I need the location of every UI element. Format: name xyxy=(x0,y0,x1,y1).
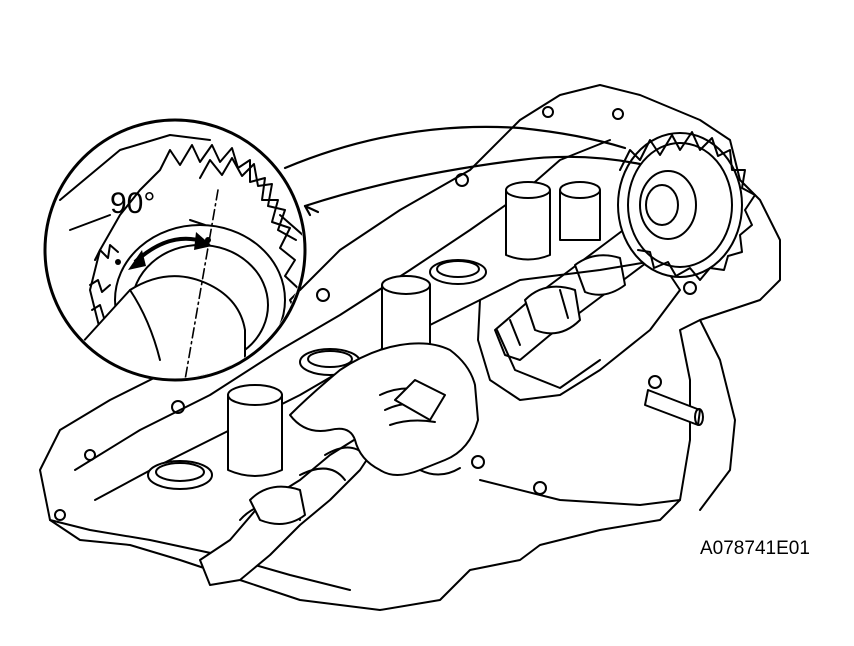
angle-label: 90° xyxy=(110,187,155,220)
bearing-posts xyxy=(227,181,601,477)
hand xyxy=(289,342,479,476)
camshaft-gear xyxy=(617,131,756,281)
valve-lifter-bores xyxy=(147,259,487,490)
figure-code: A078741E01 xyxy=(700,538,810,559)
zoom-callout: 90° xyxy=(43,118,307,382)
callout-connector xyxy=(283,125,642,217)
curved-double-arrow-icon xyxy=(128,232,212,270)
side-shaft xyxy=(644,389,704,426)
